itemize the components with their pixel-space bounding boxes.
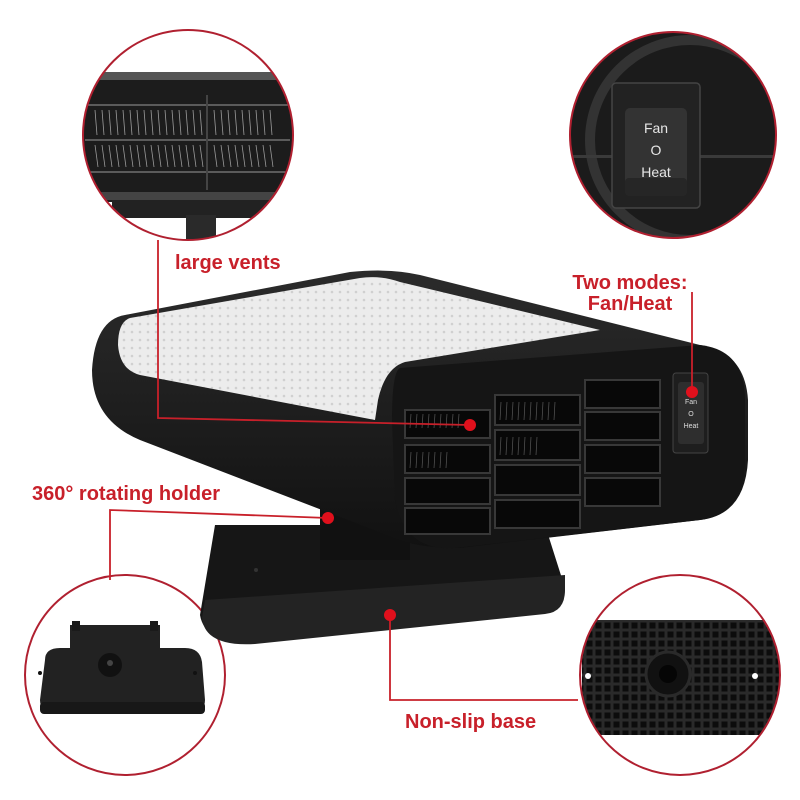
switch-symbol: O: [651, 142, 662, 158]
small-switch-fan-label: Fan: [685, 399, 697, 406]
small-switch-symbol: O: [688, 411, 694, 418]
switch-fan-label: Fan: [644, 120, 668, 136]
modes-callout-line2: Fan/Heat: [587, 293, 673, 315]
small-switch-heat-label: Heat: [684, 423, 699, 430]
vents-closeup: [83, 30, 293, 240]
holder-callout-label: 360° rotating holder: [32, 483, 221, 505]
base-callout-label: Non-slip base: [405, 711, 537, 733]
vents-callout-label: large vents: [175, 252, 281, 274]
callout-dots: [322, 386, 698, 621]
modes-callout-label: Two modes: Fan/Heat: [560, 273, 700, 315]
modes-callout-line1: Two modes:: [572, 272, 688, 294]
base-closeup: [580, 575, 780, 775]
holder-closeup: [25, 575, 225, 775]
callout-lines: [109, 240, 693, 701]
switch-heat-label: Heat: [641, 164, 671, 180]
switch-closeup: [570, 32, 776, 238]
car-heater-product: [92, 270, 748, 645]
